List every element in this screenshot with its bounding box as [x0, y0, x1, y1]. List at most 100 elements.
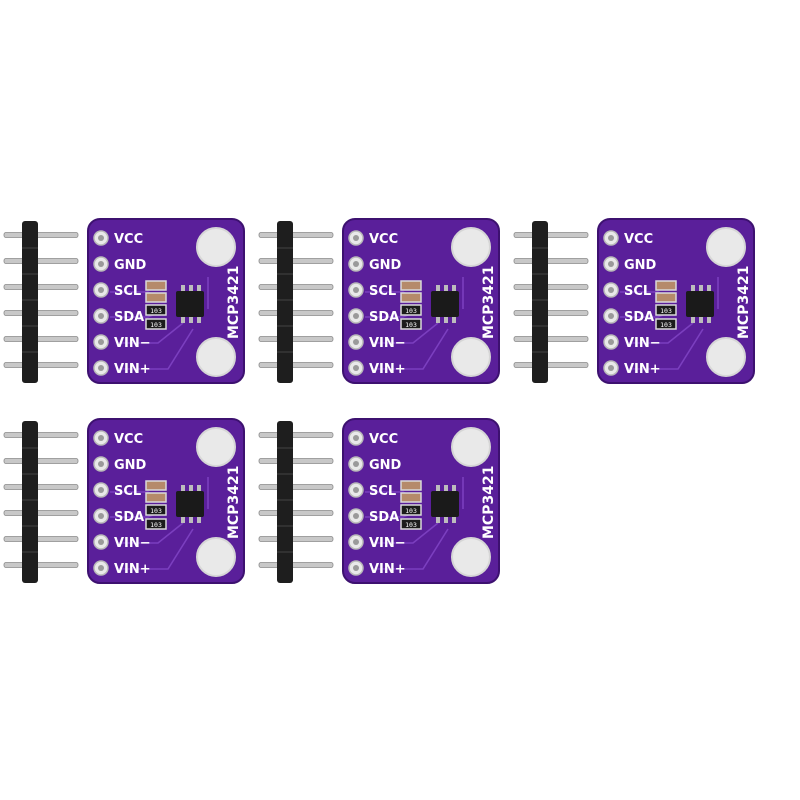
header-plastic [532, 221, 548, 383]
header-plastic [277, 421, 293, 583]
pin-label: VIN+ [369, 562, 406, 577]
resistor-label: 103 [660, 321, 672, 329]
header-pin [258, 232, 334, 238]
mounting-hole [196, 537, 236, 577]
pin-header [3, 421, 79, 583]
pin-label: SDA [369, 510, 399, 525]
chip-label: MCP3421 [481, 466, 497, 539]
resistor-label: 103 [660, 307, 672, 315]
chip-label: MCP3421 [481, 266, 497, 339]
header-pin [258, 458, 334, 464]
resistor-label: 103 [405, 521, 417, 529]
resistor-label: 103 [150, 507, 162, 515]
smd-components: 103 103 [400, 480, 422, 530]
capacitor [400, 492, 422, 503]
header-plastic [22, 421, 38, 583]
capacitor [145, 292, 167, 303]
resistor [400, 318, 422, 330]
capacitor [655, 280, 677, 291]
header-pin [513, 310, 589, 316]
capacitor [145, 492, 167, 503]
mounting-hole [706, 227, 746, 267]
chip-label: MCP3421 [736, 266, 752, 339]
pin-label: GND [114, 458, 147, 473]
header-pin [3, 362, 79, 368]
header-pin [258, 432, 334, 438]
pin-label: VCC [369, 232, 398, 247]
header-pin [3, 510, 79, 516]
pin-label: VIN− [114, 536, 151, 551]
header-pin [258, 310, 334, 316]
capacitor [400, 292, 422, 303]
header-plastic [22, 221, 38, 383]
pin-label: VCC [114, 232, 143, 247]
pin-label: SDA [624, 310, 654, 325]
header-pin [3, 284, 79, 290]
header-pin [258, 336, 334, 342]
pin-header [258, 421, 334, 583]
resistor-label: 103 [150, 307, 162, 315]
mounting-hole [196, 227, 236, 267]
header-pin [513, 362, 589, 368]
pin-label: GND [369, 458, 402, 473]
ic-chip [431, 285, 459, 323]
capacitor [400, 480, 422, 491]
capacitor [145, 280, 167, 291]
mounting-hole [451, 337, 491, 377]
pin-label: VCC [114, 432, 143, 447]
header-plastic [277, 221, 293, 383]
pin-label: GND [114, 258, 147, 273]
header-pin [3, 562, 79, 568]
resistor [400, 304, 422, 316]
pin-label: SCL [369, 284, 396, 299]
header-pin [513, 258, 589, 264]
header-pin [3, 432, 79, 438]
pin-header [258, 221, 334, 383]
mounting-hole [706, 337, 746, 377]
ic-chip [686, 285, 714, 323]
mounting-hole [451, 227, 491, 267]
header-pin [513, 284, 589, 290]
smd-components: 103 103 [145, 280, 167, 330]
ic-chip [176, 285, 204, 323]
header-pin [3, 458, 79, 464]
header-pin [3, 310, 79, 316]
pin-label: SDA [114, 310, 144, 325]
resistor-label: 103 [405, 507, 417, 515]
mounting-hole [196, 427, 236, 467]
header-pin [258, 362, 334, 368]
resistor [655, 318, 677, 330]
pin-label: VIN+ [369, 362, 406, 377]
header-pin [258, 536, 334, 542]
resistor-label: 103 [150, 321, 162, 329]
header-pin [513, 232, 589, 238]
header-pin [3, 336, 79, 342]
mounting-hole [451, 427, 491, 467]
pin-label: GND [624, 258, 657, 273]
header-pin [258, 510, 334, 516]
ic-chip [176, 485, 204, 523]
mounting-hole [196, 337, 236, 377]
pin-label: SCL [369, 484, 396, 499]
pin-header [3, 221, 79, 383]
smd-components: 103 103 [655, 280, 677, 330]
pin-label: GND [369, 258, 402, 273]
resistor [400, 518, 422, 530]
resistor-label: 103 [405, 307, 417, 315]
pin-label: VIN+ [114, 362, 151, 377]
capacitor [400, 280, 422, 291]
header-pin [3, 232, 79, 238]
pin-label: VIN− [114, 336, 151, 351]
capacitor [145, 480, 167, 491]
